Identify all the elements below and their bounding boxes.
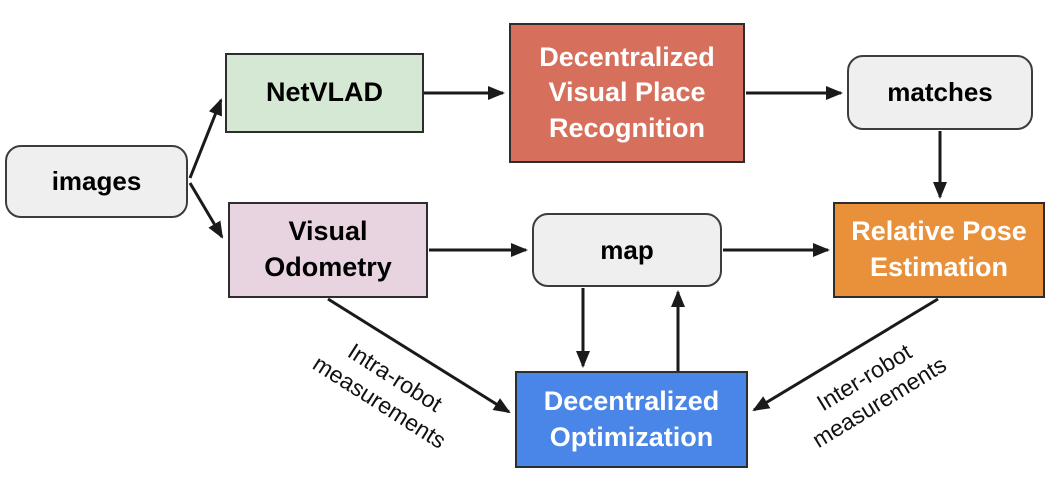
node-decentralized-optimization-label: Decentralized Optimization: [543, 385, 720, 452]
node-decentralized-optimization: Decentralized Optimization: [515, 371, 748, 468]
node-visual-odometry-label: Visual Odometry: [264, 216, 392, 282]
node-map-label: map: [600, 234, 654, 265]
node-visual-odometry: Visual Odometry: [228, 202, 428, 298]
node-images: images: [5, 145, 188, 218]
node-netvlad-label: NetVLAD: [265, 77, 383, 108]
node-images-label: images: [51, 166, 142, 197]
node-relative-pose-estimation: Relative Pose Estimation: [833, 202, 1045, 298]
node-map: map: [532, 213, 722, 287]
node-decentralized-visual-place-recognition: Decentralized Visual Place Recognition: [509, 23, 745, 163]
node-dvpr-label: Decentralized Visual Place Recognition: [539, 41, 715, 143]
arrow-visual-odometry-to-decentralized-optimization: [327, 297, 511, 414]
node-netvlad: NetVLAD: [225, 53, 424, 133]
arrow-rpe-to-decentralized-optimization: [752, 297, 939, 412]
node-rpe-label: Relative Pose Estimation: [851, 216, 1027, 282]
arrow-images-to-visual-odometry: [188, 182, 224, 239]
node-matches-label: matches: [887, 77, 993, 108]
arrow-images-to-netvlad: [188, 98, 223, 179]
node-matches: matches: [847, 55, 1033, 130]
